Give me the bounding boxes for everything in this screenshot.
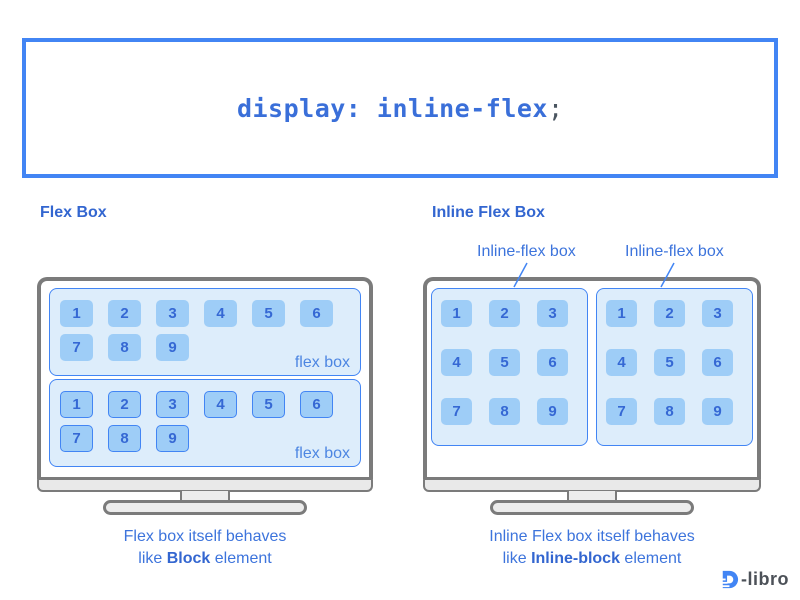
flex-item: 4 (441, 349, 472, 376)
monitor-stand-neck (180, 491, 230, 502)
code-box: display: inline-flex; (22, 38, 778, 178)
flex-item: 3 (156, 300, 189, 327)
flex-item: 8 (489, 398, 520, 425)
flex-item: 7 (441, 398, 472, 425)
flex-caption-line2-suffix: element (210, 550, 272, 567)
monitor-stand-base (490, 500, 694, 515)
inline-flex-caption-bold: Inline-block (531, 550, 620, 567)
flex-item: 6 (702, 349, 733, 376)
monitor-stand-neck (567, 491, 617, 502)
flex-item: 3 (702, 300, 733, 327)
code-semicolon: ; (547, 93, 564, 123)
flex-item: 5 (489, 349, 520, 376)
flex-item: 6 (300, 391, 333, 418)
inline-flex-box-heading: Inline Flex Box (432, 204, 545, 221)
annotation-inline-flex-1: Inline-flex box (477, 243, 576, 260)
flex-caption-bold: Block (166, 550, 211, 567)
inline-flex-caption-line2-prefix: like (502, 550, 532, 567)
flex-caption: Flex box itself behaves like Block eleme… (37, 526, 373, 570)
code-text: display: inline-flex (236, 93, 548, 123)
flex-item: 7 (606, 398, 637, 425)
dlibro-logo: -libro (717, 568, 789, 591)
flex-item: 4 (204, 391, 237, 418)
dlibro-logo-text: -libro (741, 569, 789, 589)
flex-box-heading: Flex Box (40, 204, 107, 221)
flex-item: 6 (537, 349, 568, 376)
flex-caption-line1: Flex box itself behaves (123, 528, 287, 545)
flex-item: 2 (654, 300, 685, 327)
flex-item: 3 (537, 300, 568, 327)
flex-item: 8 (108, 425, 141, 452)
flex-item: 9 (156, 334, 189, 361)
flex-item: 8 (654, 398, 685, 425)
flex-item: 1 (606, 300, 637, 327)
flex-item: 8 (108, 334, 141, 361)
flex-item: 5 (654, 349, 685, 376)
flex-item: 2 (489, 300, 520, 327)
flex-item: 4 (204, 300, 237, 327)
inline-flex-caption-line2-suffix: element (619, 550, 682, 567)
flex-item: 2 (108, 391, 141, 418)
d-libro-icon (717, 570, 739, 589)
inline-flex-caption: Inline Flex box itself behaves like Inli… (423, 526, 761, 570)
flex-item: 7 (60, 425, 93, 452)
annotation-inline-flex-2: Inline-flex box (625, 243, 724, 260)
flex-box-label: flex box (294, 445, 350, 462)
flex-item: 3 (156, 391, 189, 418)
flex-item: 4 (606, 349, 637, 376)
flex-item: 6 (300, 300, 333, 327)
flex-box-label: flex box (294, 354, 350, 371)
flex-item: 9 (537, 398, 568, 425)
flex-caption-line2-prefix: like (138, 550, 167, 567)
inline-flex-caption-line1: Inline Flex box itself behaves (489, 528, 695, 545)
flex-item: 9 (702, 398, 733, 425)
flex-item: 2 (108, 300, 141, 327)
flex-item: 1 (60, 300, 93, 327)
flex-item: 1 (60, 391, 93, 418)
monitor-stand-base (103, 500, 307, 515)
flex-item: 1 (441, 300, 472, 327)
flex-item: 9 (156, 425, 189, 452)
flex-item: 5 (252, 300, 285, 327)
flex-item: 5 (252, 391, 285, 418)
flex-item: 7 (60, 334, 93, 361)
